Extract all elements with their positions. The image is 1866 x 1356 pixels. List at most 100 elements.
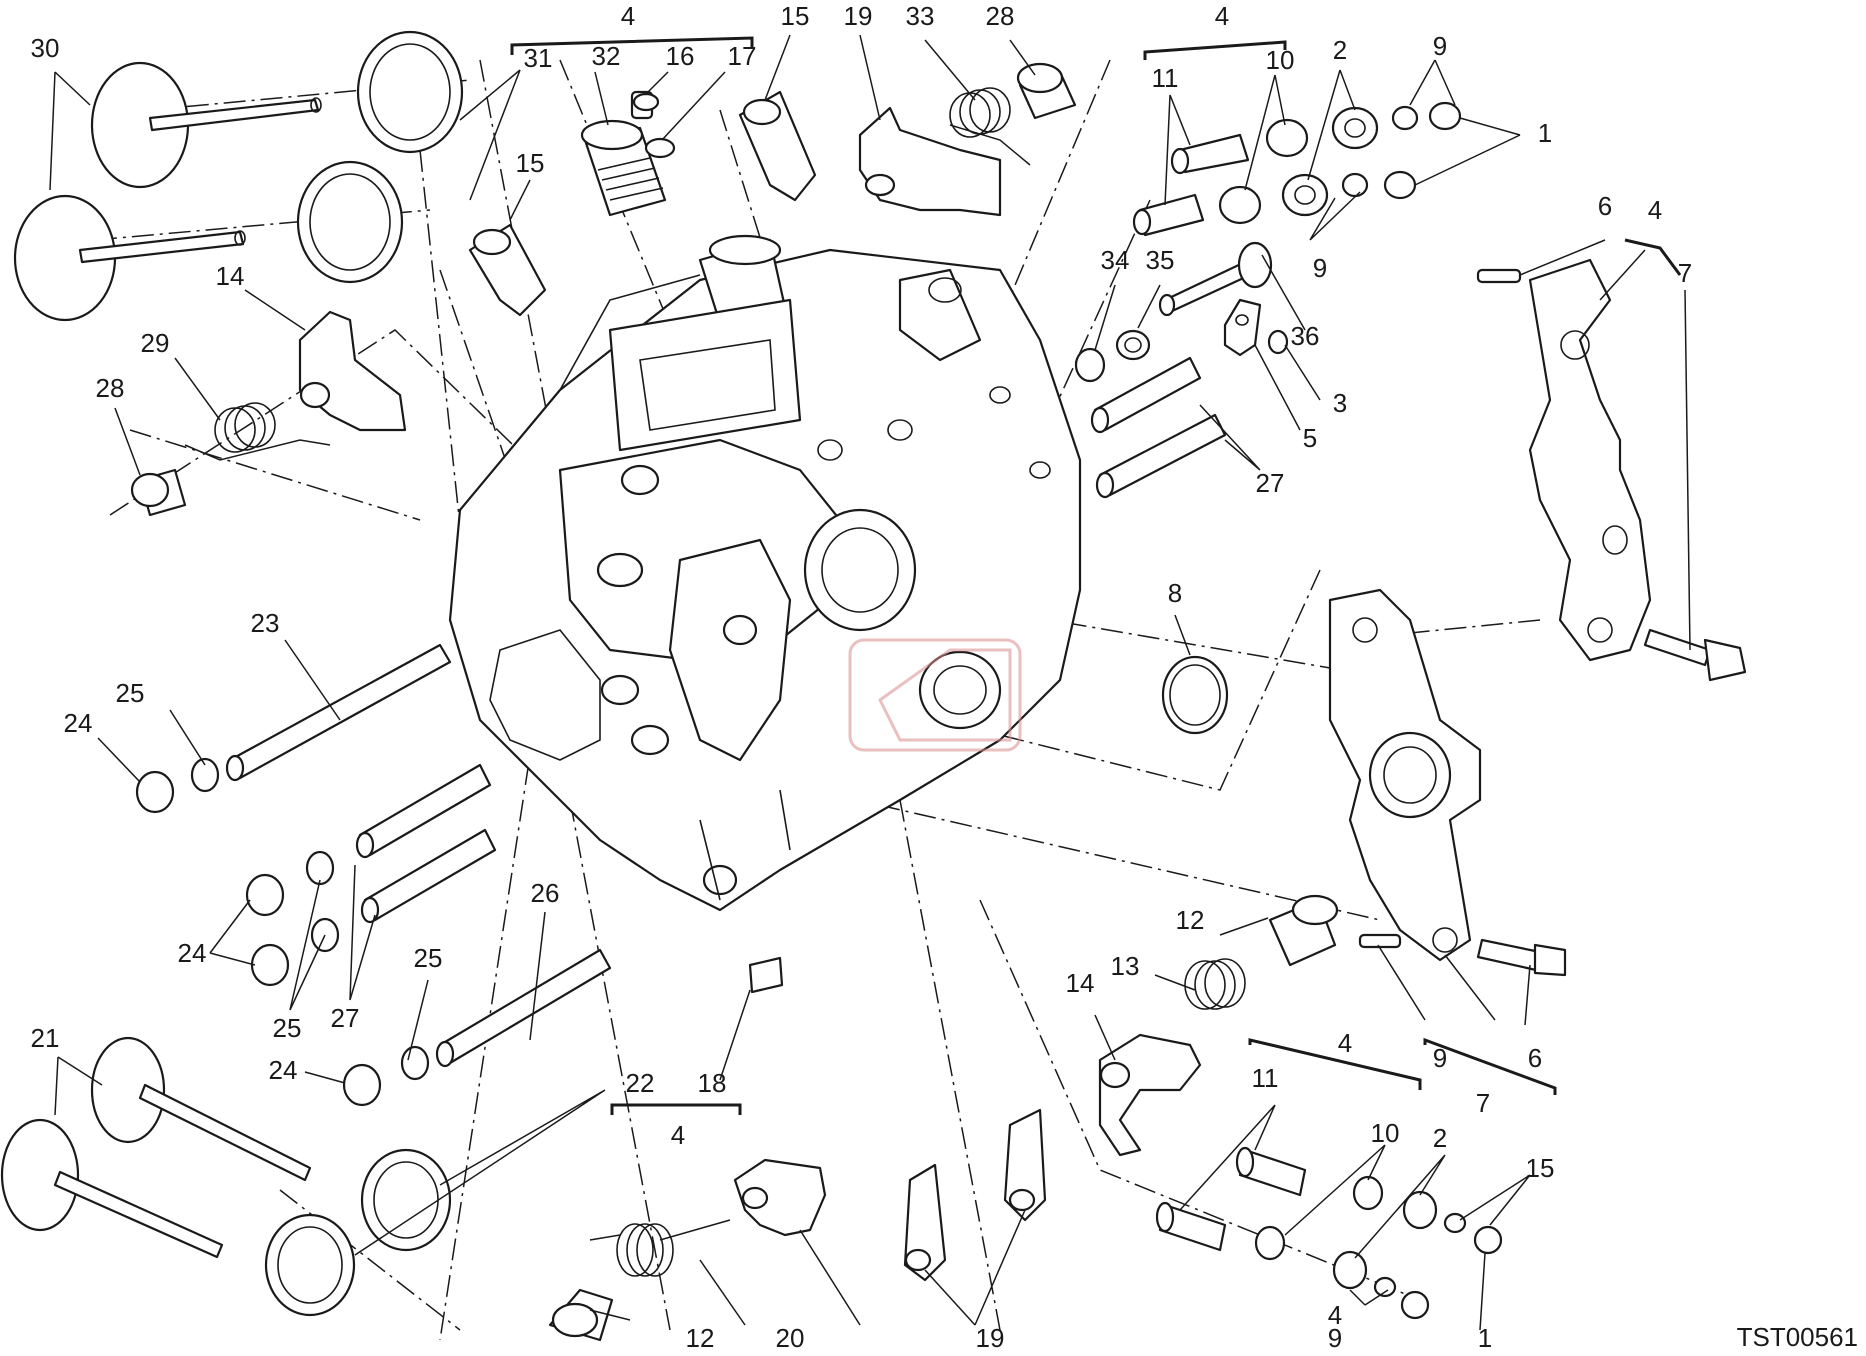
cylinder-head [448,234,1082,912]
washer-35 [1115,329,1151,361]
plug-24-upper [135,757,220,814]
callout-label: 21 [31,1023,60,1053]
spring-29-left [184,402,331,461]
callout-label: 15 [781,1,810,31]
callout-label: 7 [1476,1088,1490,1118]
callout-label: 4 [1215,1,1229,31]
screw-36 [1158,241,1273,317]
callout-label: 9 [1313,253,1327,283]
callout-label: 25 [414,943,443,973]
bush-28-top [1016,62,1077,120]
rocker-14-right [1098,1033,1202,1157]
leader-lines [49,34,1691,1331]
callout-label: 5 [1303,423,1317,453]
callout-label: 12 [686,1323,715,1353]
callout-label: 24 [269,1055,298,1085]
plugs-24-mid [245,850,340,987]
callout-label: 15 [1526,1153,1555,1183]
plug-24-lower [342,1045,430,1107]
bolt-7-upper [1643,628,1747,682]
pin-6-upper [1476,268,1522,284]
spring-13 [1184,958,1246,1010]
return-spring-33 [949,87,1031,166]
intake-valve-upper [90,61,322,189]
callout-label: 11 [1252,1063,1279,1093]
callout-label: 22 [626,1068,655,1098]
bolt-7-lower [1476,938,1567,977]
callout-label: 28 [986,1,1015,31]
callout-label: 17 [728,41,757,71]
exhaust-valve-lower [0,1118,224,1259]
callout-label: 25 [116,678,145,708]
group-brackets [510,36,1682,1115]
shaft-23 [225,643,452,782]
callout-label: 15 [516,148,545,178]
callout-label: 8 [1168,578,1182,608]
seal-34 [1074,347,1106,383]
callout-label: 1 [1538,118,1552,148]
callout-label: 27 [331,1003,360,1033]
callout-label: 16 [666,41,695,71]
callout-label: 4 [1648,195,1662,225]
callout-label: 36 [1291,321,1320,351]
callout-label: 18 [698,1068,727,1098]
callout-label: 31 [524,43,553,73]
exhaust-seat-upper [360,1148,452,1252]
callout-label: 28 [96,373,125,403]
callout-label: 14 [216,261,245,291]
spark-plug-screw [630,90,660,120]
callout-label: 10 [1371,1118,1400,1148]
shaft-26 [435,948,612,1068]
callout-label: 9 [1328,1323,1342,1353]
sealing-washer [644,137,676,159]
guide-18 [748,956,784,994]
spark-plug-sleeve [580,119,667,217]
callout-label: 33 [906,1,935,31]
callout-label: 32 [592,41,621,71]
callout-label: 27 [1256,468,1285,498]
bush-12-right [1268,894,1339,967]
shafts-27-right [1090,356,1227,499]
pin-6-lower [1358,933,1402,949]
callout-label: 24 [178,938,207,968]
plate-5 [1223,298,1262,357]
rocker-15-bottom-right [1003,1108,1047,1222]
callout-label: 6 [1528,1043,1542,1073]
exhaust-valve-upper [90,1036,312,1182]
drawing-code: TST00561 [1737,1322,1858,1352]
callout-label: 29 [141,328,170,358]
callout-label: 4 [621,1,635,31]
tappet-lower-row [1132,170,1417,237]
callout-label: 2 [1433,1123,1447,1153]
callout-label: 11 [1152,63,1179,93]
callout-label: 35 [1146,245,1175,275]
callout-label: 25 [273,1013,302,1043]
tappet-upper-row [1170,101,1462,175]
callout-label: 1 [1478,1323,1492,1353]
rocker-15-bottom-left [903,1163,947,1282]
callout-label: 19 [976,1323,1005,1353]
callout-label: 3 [1333,388,1347,418]
callout-label: 10 [1266,45,1295,75]
callout-label: 7 [1678,258,1692,288]
callout-label: 4 [671,1120,685,1150]
bush-12-bottom [548,1288,614,1342]
bush-28-left [130,468,187,517]
callout-label: 24 [64,708,93,738]
callout-label: 4 [1328,1300,1342,1330]
rocker-arm-top-left [468,223,547,317]
screw-3 [1267,329,1289,355]
callout-label: 2 [1333,35,1347,65]
callout-label: 9 [1433,31,1447,61]
callout-label: 19 [844,1,873,31]
cam-cap-lower [1328,588,1482,962]
callout-label: 9 [1433,1043,1447,1073]
callout-label: 26 [531,878,560,908]
cam-cap-upper [1528,258,1652,662]
valve-seat-lower [296,160,404,284]
callout-label: 6 [1598,191,1612,221]
tappets-bottom-right [1155,1146,1503,1320]
oring-8 [1161,655,1229,735]
